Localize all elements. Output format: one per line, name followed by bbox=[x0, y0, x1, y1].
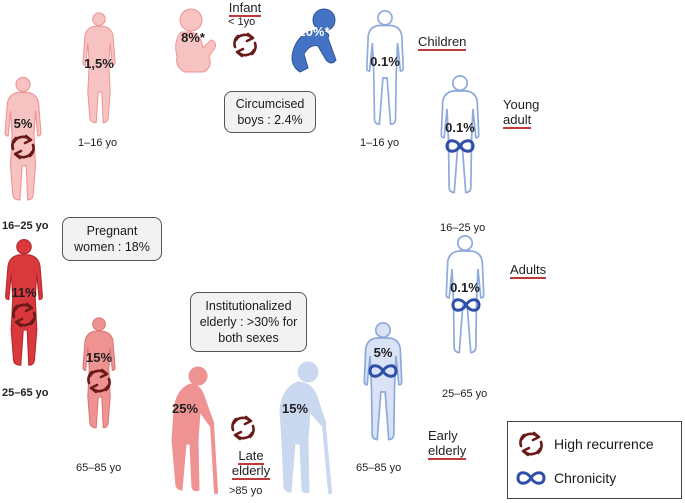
young-adult-group-label: Young adult bbox=[503, 97, 540, 129]
children-group-label: Children bbox=[418, 34, 467, 51]
late-elderly-group-label: Late elderly bbox=[231, 448, 271, 480]
man-85plus-figure bbox=[278, 360, 332, 495]
woman-85plus-figure bbox=[170, 365, 218, 494]
woman-65-85-percent: 15% bbox=[86, 350, 112, 365]
infant-age-label: < 1yo bbox=[228, 16, 256, 28]
woman-25-65-figure bbox=[5, 239, 43, 366]
man-65-85-age-label: 65–85 yo bbox=[356, 462, 402, 474]
woman-16-25-figure bbox=[4, 76, 42, 201]
man-25-65-age-label: 25–65 yo bbox=[442, 388, 488, 400]
boy-1-16-age-label: 1–16 yo bbox=[360, 137, 400, 149]
woman-65-85-figure bbox=[82, 317, 116, 429]
adults-group-label: Adults bbox=[510, 262, 547, 279]
infant-male-percent: 20%* bbox=[298, 24, 330, 39]
legend-chronicity: Chronicity bbox=[516, 464, 616, 492]
infant-circular-arrows-icon bbox=[233, 32, 257, 58]
infant-male-figure: 20%* bbox=[291, 8, 337, 73]
man-16-25-percent: 0.1% bbox=[445, 120, 475, 135]
circular-arrows-icon bbox=[519, 431, 543, 457]
infant-female-percent: 8%* bbox=[181, 30, 206, 45]
man-16-25-age-label: 16–25 yo bbox=[440, 222, 486, 234]
girl-1-16-percent: 1,5% bbox=[84, 56, 114, 71]
girl-1-16-age-label: 1–16 yo bbox=[78, 137, 118, 149]
man-85plus-percent: 15% bbox=[282, 401, 308, 416]
woman-85plus-percent: 25% bbox=[172, 401, 198, 416]
early-elderly-group-label: Early elderly bbox=[428, 428, 467, 460]
man-65-85-percent: 5% bbox=[374, 345, 393, 360]
infinity-icon bbox=[516, 471, 546, 485]
woman-16-25-age-label: 16–25 yo bbox=[2, 220, 49, 232]
man-25-65-percent: 0.1% bbox=[450, 280, 480, 295]
woman-25-65-age-label: 25–65 yo bbox=[2, 387, 49, 399]
infant-female-figure: 8%* bbox=[175, 8, 216, 73]
boy-1-16-percent: 0.1% bbox=[370, 54, 400, 69]
woman-16-25-percent: 5% bbox=[14, 116, 33, 131]
legend: High recurrence Chronicity bbox=[507, 421, 682, 499]
late-elderly-circular-arrows-icon bbox=[231, 415, 255, 441]
man-65-85-figure bbox=[363, 322, 403, 441]
late-elderly-age-label: >85 yo bbox=[229, 485, 263, 497]
woman-25-65-percent: 11% bbox=[11, 285, 37, 300]
woman-65-85-age-label: 65–85 yo bbox=[76, 462, 122, 474]
infant-group-label: Infant bbox=[228, 0, 262, 17]
legend-recurrence: High recurrence bbox=[516, 430, 654, 458]
